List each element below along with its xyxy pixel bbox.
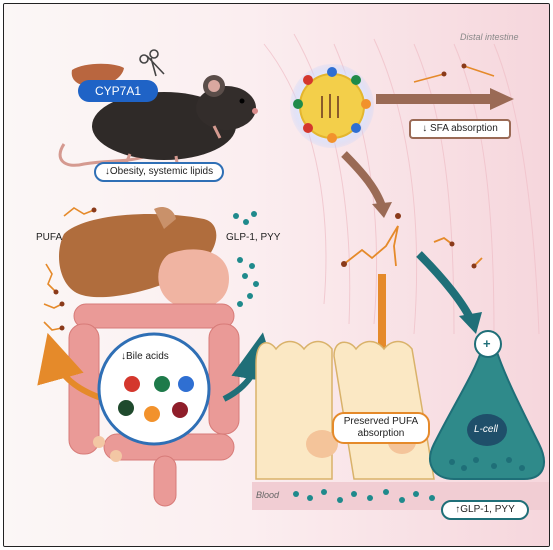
micelle-icon [290, 64, 374, 148]
glp1-pyy-up-pill: ↑GLP-1, PYY [441, 500, 529, 520]
figure-frame: Distal intestine CYP7A1 ↓Obesity, system… [3, 3, 550, 547]
l-cell-label: L-cell [474, 424, 498, 435]
scissors-icon [139, 49, 165, 77]
l-cell-icon [429, 330, 545, 480]
bile-acids-circle [97, 332, 211, 446]
enterocytes [255, 340, 435, 480]
blood-label: Blood [256, 490, 280, 500]
preserved-pufa-line2: absorption [357, 428, 405, 439]
sfa-absorption-pill: ↓ SFA absorption [409, 119, 511, 139]
diagram-canvas [4, 4, 549, 546]
lcell-arrow [416, 251, 482, 334]
orange-curved-arrow [37, 332, 105, 402]
glp1-pyy-label: GLP-1, PYY [226, 232, 281, 243]
gut-icon [59, 207, 240, 507]
hormone-dots-upper [233, 211, 259, 307]
pufa-label: PUFA [36, 232, 63, 243]
preserved-pufa-pill: Preserved PUFA absorption [332, 412, 430, 444]
lumen-pufa [341, 213, 483, 269]
brown-arrows [341, 88, 514, 218]
l-cell-plus: + [483, 336, 491, 351]
cyp7a1-badge: CYP7A1 [78, 80, 158, 102]
pufa-molecules [43, 207, 97, 331]
obesity-pill: ↓Obesity, systemic lipids [94, 162, 224, 182]
distal-intestine-label: Distal intestine [460, 32, 519, 42]
bile-acids-label: ↓Bile acids [121, 351, 169, 362]
hormone-dots-blood [293, 489, 435, 503]
preserved-pufa-line1: Preserved PUFA [343, 416, 419, 427]
sfa-molecules [413, 63, 495, 83]
